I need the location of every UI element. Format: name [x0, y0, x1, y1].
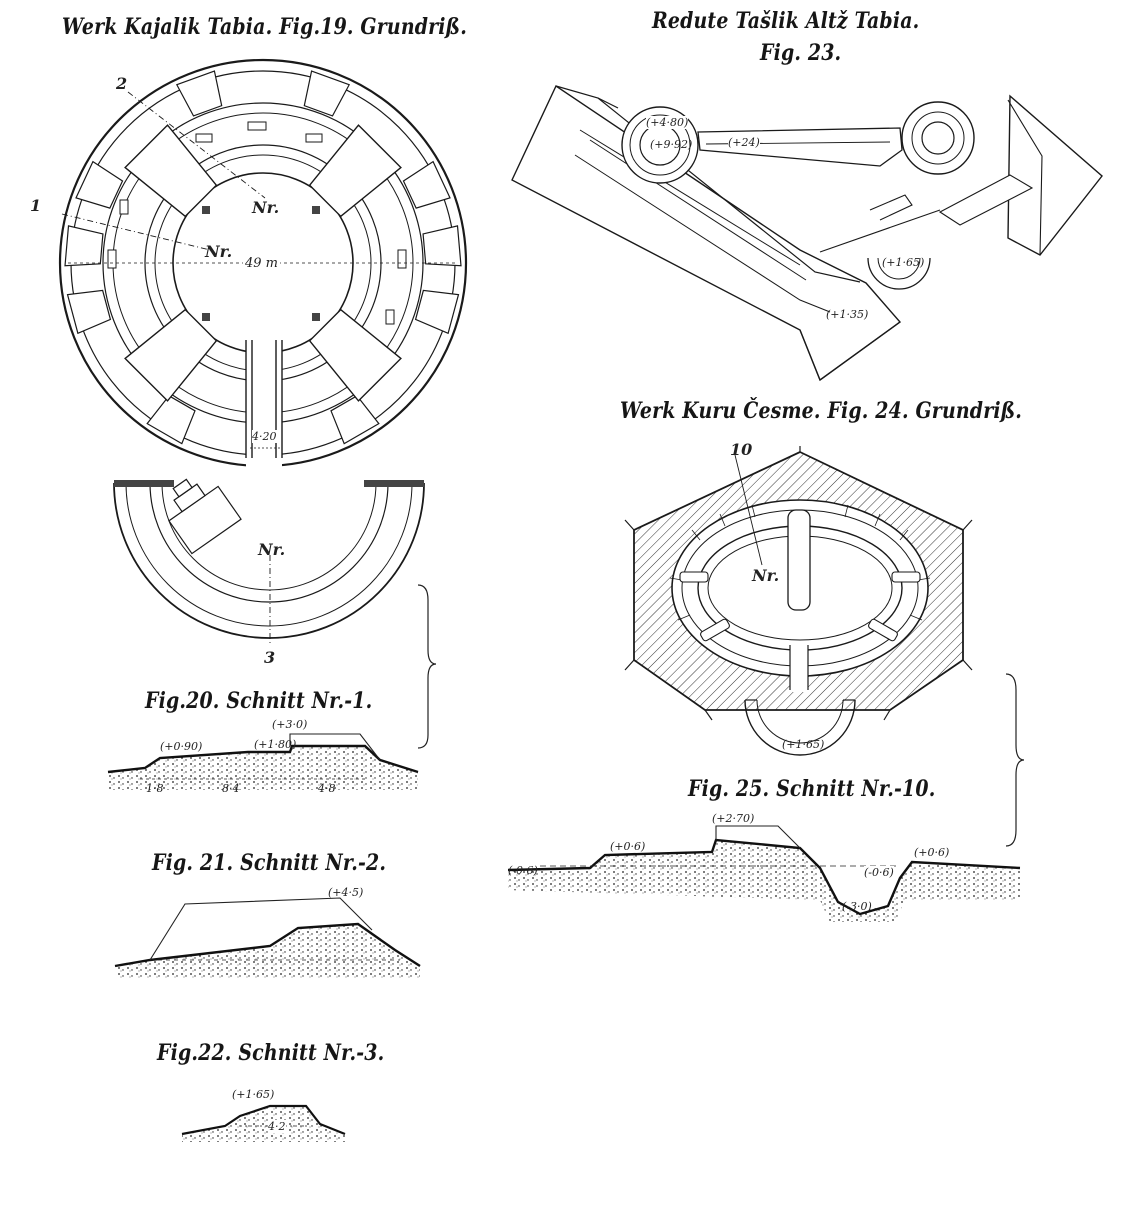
fig19-diameter: 49 m	[243, 256, 281, 271]
fig21-elev: (+4·5)	[328, 886, 364, 899]
fig19-detail-plan	[113, 478, 425, 645]
fig25-section	[507, 825, 1021, 922]
fig25-bracket	[1005, 673, 1025, 847]
fig24-nr: Nr.	[752, 566, 780, 585]
fig20-title: Fig.20. Schnitt Nr.-1.	[145, 688, 373, 714]
fig20-elev-c: (+3·0)	[272, 718, 308, 731]
fig24-elev: (+1·65)	[782, 738, 825, 751]
fig19-plan	[58, 58, 468, 470]
fig25-title: Fig. 25. Schnitt Nr.-10.	[688, 776, 936, 802]
fig19-nr-upper: Nr.	[252, 198, 280, 217]
fig23-plan	[511, 84, 1103, 382]
fig20-bracket	[417, 584, 437, 749]
fig19-detail-nr: Nr.	[258, 540, 286, 559]
fig23-elev-a: (+4·80)	[646, 116, 689, 129]
fig19-gate-width: 4·20	[252, 430, 277, 443]
fig25-elev-d: (-0·6)	[864, 866, 894, 879]
fig24-plan	[624, 446, 973, 756]
fig19-detail-marker-3: 3	[264, 648, 276, 667]
fig19-nr-center: Nr.	[205, 242, 233, 261]
fig19-marker-2: 2	[116, 74, 128, 93]
fig23-elev-c: (+9·92)	[650, 138, 693, 151]
fig22-dim: 4·2	[268, 1120, 286, 1133]
fig25-elev-e: (+0·6)	[914, 846, 950, 859]
fig21-section	[114, 897, 421, 978]
fig23-elev-d: (+1·65)	[882, 256, 925, 269]
fig22-section	[181, 1104, 346, 1142]
fig25-elev-b: (+0·6)	[610, 840, 646, 853]
fig25-elev-c: (-0·6)	[508, 864, 538, 877]
fig24-marker-10: 10	[730, 440, 753, 459]
fig20-section	[107, 733, 419, 790]
fig23-elev-e: (+1·35)	[826, 308, 869, 321]
fig22-title: Fig.22. Schnitt Nr.-3.	[157, 1040, 385, 1066]
fig20-dim-b: 8·4	[222, 782, 240, 795]
fig23-title-line1: Redute Tašlik Altž Tabia.	[652, 8, 920, 34]
fig25-elev-f: (-3·0)	[842, 900, 872, 913]
fig24-title: Werk Kuru Česme. Fig. 24. Grundriß.	[620, 398, 1023, 424]
fig19-title: Werk Kajalik Tabia. Fig.19. Grundriß.	[62, 14, 467, 40]
fig23-title-line2: Fig. 23.	[760, 40, 842, 66]
fig22-elev: (+1·65)	[232, 1088, 275, 1101]
fig20-elev-a: (+0·90)	[160, 740, 203, 753]
fig20-elev-b: (+1·80)	[254, 738, 297, 751]
fig25-elev-a: (+2·70)	[712, 812, 755, 825]
fig20-dim-c: 4·8	[318, 782, 336, 795]
fig21-title: Fig. 21. Schnitt Nr.-2.	[152, 850, 387, 876]
fig23-elev-b: (+24)	[728, 136, 760, 149]
fig20-dim-a: 1·8	[146, 782, 164, 795]
fig19-marker-1: 1	[30, 196, 42, 215]
